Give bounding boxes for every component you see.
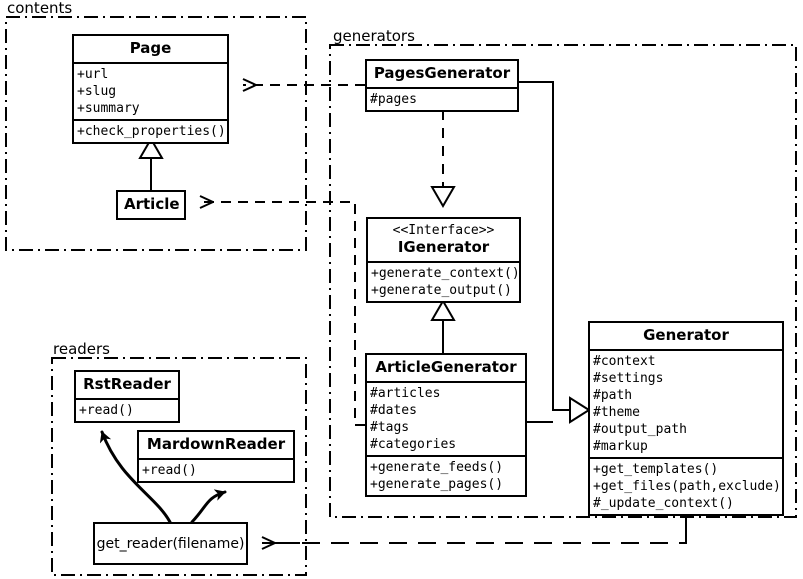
attribute-tags: #tags (370, 420, 410, 435)
function-label-get-reader: get_reader(filename) (96, 535, 245, 552)
class-box-article[interactable]: Article (116, 190, 186, 220)
class-attributes-page: +url +slug +summary (74, 62, 227, 119)
class-methods-generator: +get_templates() +get_files(path,exclude… (590, 457, 782, 514)
class-name-igenerator: IGenerator (397, 238, 490, 256)
attribute-theme: #theme (593, 405, 640, 420)
class-box-rstreader[interactable]: RstReader +read() (74, 370, 180, 423)
package-label-contents: contents (4, 0, 76, 16)
class-box-mardownreader[interactable]: MardownReader +read() (137, 430, 295, 483)
class-box-generator[interactable]: Generator #context #settings #path #them… (588, 321, 784, 516)
function-box-get-reader[interactable]: get_reader(filename) (93, 522, 248, 565)
method-generate-output: +generate_output() (371, 283, 512, 298)
method-get-files: +get_files(path,exclude) (593, 479, 781, 494)
attribute-pages: #pages (370, 92, 417, 107)
class-methods-mardownreader: +read() (139, 458, 293, 481)
attribute-categories: #categories (370, 437, 457, 452)
class-methods-rstreader: +read() (76, 398, 178, 421)
relation-article-inherits-page (138, 137, 164, 190)
class-box-page[interactable]: Page +url +slug +summary +check_properti… (72, 34, 229, 144)
class-header-igenerator: <<Interface>> IGenerator (368, 219, 519, 261)
package-label-generators: generators (330, 28, 418, 44)
class-box-articlegenerator[interactable]: ArticleGenerator #articles #dates #tags … (365, 353, 527, 497)
class-attributes-generator: #context #settings #path #theme #output_… (590, 349, 782, 457)
method-generate-context: +generate_context() (371, 266, 520, 281)
method-generate-pages: +generate_pages() (370, 477, 504, 492)
attribute-dates: #dates (370, 403, 417, 418)
class-methods-page: +check_properties() (74, 119, 227, 142)
attribute-slug: +slug (77, 84, 117, 99)
class-name-page: Page (129, 39, 172, 57)
relation-pagesgenerator-realizes-igenerator (430, 110, 456, 208)
method-read-mardownreader: +read() (142, 463, 197, 478)
attribute-url: +url (77, 67, 109, 82)
class-stereotype-igenerator: <<Interface>> (392, 223, 495, 238)
class-name-mardownreader: MardownReader (146, 435, 286, 453)
attribute-path: #path (593, 388, 633, 403)
class-methods-articlegenerator: +generate_feeds() +generate_pages() (367, 455, 525, 495)
class-name-pagesgenerator: PagesGenerator (373, 64, 511, 82)
class-name-generator: Generator (643, 326, 729, 344)
method-check-properties: +check_properties() (77, 124, 226, 139)
attribute-settings: #settings (593, 371, 664, 386)
method-get-templates: +get_templates() (593, 462, 719, 477)
class-methods-igenerator: +generate_context() +generate_output() (368, 261, 520, 301)
package-label-readers: readers (50, 341, 113, 357)
relation-getreader-returns-mardownreader (190, 489, 227, 524)
class-box-igenerator[interactable]: <<Interface>> IGenerator +generate_conte… (366, 217, 521, 303)
class-attributes-articlegenerator: #articles #dates #tags #categories (367, 381, 525, 455)
method-read-rstreader: +read() (79, 403, 134, 418)
attribute-summary: +summary (77, 101, 140, 116)
class-name-rstreader: RstReader (83, 375, 171, 393)
class-attributes-pagesgenerator: #pages (367, 87, 517, 110)
method-generate-feeds: +generate_feeds() (370, 460, 504, 475)
relation-articlegenerator-inherits-generator (527, 396, 591, 424)
attribute-output-path: #output_path (593, 422, 687, 437)
class-name-articlegenerator: ArticleGenerator (375, 358, 517, 376)
class-name-article: Article (124, 195, 180, 213)
relation-articlegenerator-uses-article (199, 195, 365, 426)
attribute-markup: #markup (593, 439, 648, 454)
attribute-articles: #articles (370, 386, 441, 401)
method-update-context: #_update_context() (593, 496, 734, 511)
class-box-pagesgenerator[interactable]: PagesGenerator #pages (365, 59, 519, 112)
relation-articlegenerator-inherits-igenerator (430, 299, 456, 357)
attribute-context: #context (593, 354, 656, 369)
